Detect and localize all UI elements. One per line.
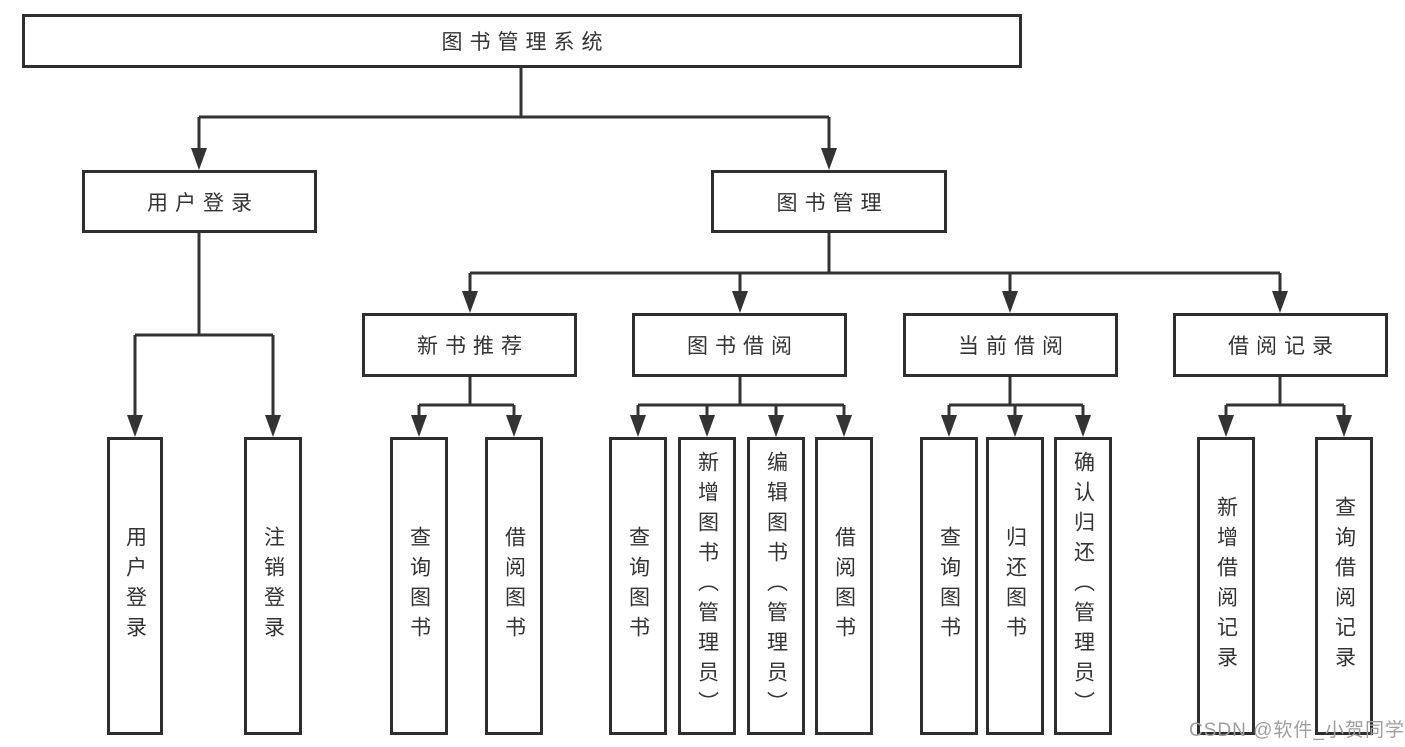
node-label: 图书借阅: [687, 335, 799, 358]
node-current-borrowing: 当前借阅: [903, 313, 1118, 377]
node-borrowing-records: 借阅记录: [1173, 313, 1388, 377]
node-recommend-borrow-books: 借阅图书: [485, 437, 543, 735]
node-confirm-return-admin: 确认归还（管理员）: [1054, 437, 1112, 735]
node-label: 借阅记录: [1228, 335, 1340, 358]
node-current-query-books: 查询图书: [920, 437, 978, 735]
connector-lines: [133, 68, 1346, 419]
node-add-borrow-record: 新增借阅记录: [1197, 437, 1255, 735]
node-query-borrow-record: 查询借阅记录: [1315, 437, 1373, 735]
node-borrow-books: 借阅图书: [815, 437, 873, 735]
node-book-management: 图书管理: [711, 170, 947, 233]
node-label: 当前借阅: [958, 335, 1070, 358]
node-book-borrowing: 图书借阅: [632, 313, 847, 377]
node-label: 用户登录: [147, 191, 259, 215]
node-label: 注销登录: [261, 526, 285, 646]
node-root-system: 图书管理系统: [22, 14, 1022, 68]
node-label: 查询借阅记录: [1332, 496, 1356, 676]
node-label: 归还图书: [1003, 526, 1027, 646]
node-add-books-admin: 新增图书（管理员）: [678, 437, 736, 735]
node-label: 新增借阅记录: [1214, 496, 1238, 676]
node-recommend-query-books: 查询图书: [390, 437, 448, 735]
node-return-books: 归还图书: [986, 437, 1044, 735]
node-label: 图书管理系统: [441, 31, 610, 54]
node-label: 新书推荐: [417, 335, 529, 358]
node-label: 图书管理: [776, 191, 889, 215]
node-user-login: 用户登录: [82, 170, 317, 233]
node-logout-action: 注销登录: [244, 437, 302, 735]
node-label: 编辑图书（管理员）: [764, 451, 788, 721]
node-label: 确认归还（管理员）: [1071, 451, 1095, 721]
node-label: 查询图书: [626, 526, 650, 646]
node-new-book-recommend: 新书推荐: [362, 313, 577, 377]
node-label: 查询图书: [407, 526, 431, 646]
node-label: 用户登录: [123, 526, 147, 646]
node-label: 借阅图书: [502, 526, 526, 646]
watermark: CSDN @软件_小贺同学: [1189, 720, 1405, 741]
node-borrow-query-books: 查询图书: [609, 437, 667, 735]
arrowhead-icons: [127, 148, 1352, 437]
node-label: 新增图书（管理员）: [695, 451, 719, 721]
node-edit-books-admin: 编辑图书（管理员）: [747, 437, 805, 735]
node-label: 查询图书: [937, 526, 961, 646]
node-label: 借阅图书: [832, 526, 856, 646]
node-login-action: 用户登录: [107, 437, 163, 735]
